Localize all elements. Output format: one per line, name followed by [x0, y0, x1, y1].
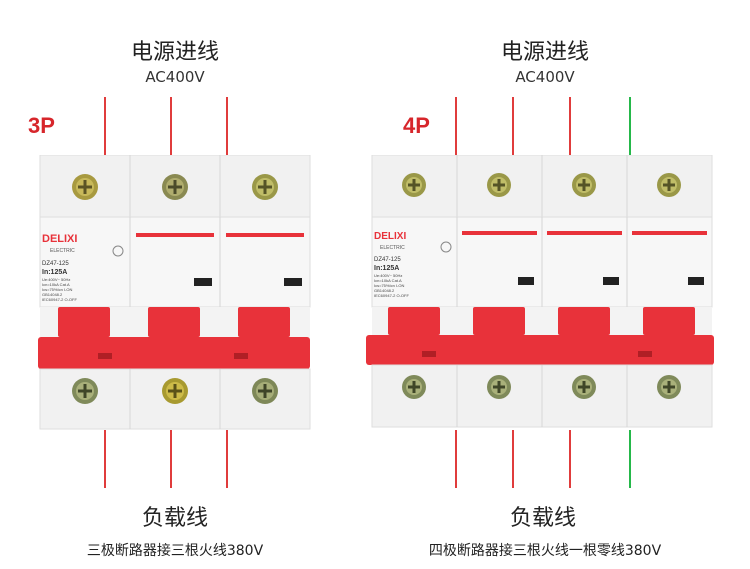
screw-icon — [162, 378, 188, 404]
screw-icon — [657, 375, 681, 399]
right-live-wire-in-3 — [569, 97, 571, 155]
left-live-wire-in-1 — [104, 97, 106, 155]
left-supply-title: 电源进线 — [130, 40, 219, 65]
left-live-wire-out-1 — [104, 430, 106, 488]
right-brand: DELIXI — [374, 231, 406, 242]
screw-icon — [252, 174, 278, 200]
screw-icon — [72, 378, 98, 404]
right-neutral-wire-in — [629, 97, 631, 155]
screw-icon — [402, 375, 426, 399]
right-supply-voltage: AC400V — [515, 68, 575, 86]
left-live-wire-in-3 — [226, 97, 228, 155]
right-live-wire-out-2 — [512, 430, 514, 488]
svg-text:DZ47-125: DZ47-125 — [42, 261, 69, 267]
right-poles-label: 4P — [403, 113, 430, 138]
right-live-wire-in-2 — [512, 97, 514, 155]
right-neutral-wire-out — [629, 430, 631, 488]
left-brand: DELIXI — [42, 233, 77, 245]
right-live-wire-out-1 — [455, 430, 457, 488]
screw-icon — [162, 174, 188, 200]
svg-text:Ue:400V~ 50Hz: Ue:400V~ 50Hz — [42, 277, 70, 282]
screw-icon — [572, 173, 596, 197]
left-poles-label: 3P — [28, 113, 55, 138]
left-supply-voltage: AC400V — [145, 68, 205, 86]
right-live-wire-out-3 — [569, 430, 571, 488]
svg-text:GB14048.2: GB14048.2 — [374, 288, 395, 293]
svg-text:IEC60947-2 O-OFF: IEC60947-2 O-OFF — [374, 293, 409, 298]
left-handle-bar — [38, 337, 310, 369]
left-load-title: 负载线 — [141, 506, 208, 531]
svg-text:In:125A: In:125A — [42, 269, 67, 276]
svg-text:GB14048.2: GB14048.2 — [42, 292, 63, 297]
svg-text:Icn=10kA Cat.A: Icn=10kA Cat.A — [374, 278, 402, 283]
screw-icon — [487, 173, 511, 197]
left-live-wire-out-2 — [170, 430, 172, 488]
left-description: 三极断路器接三根火线380V — [86, 543, 264, 559]
right-breaker: DELIXI ELECTRIC DZ47-125 In:125A Ue:400V… — [366, 155, 714, 428]
left-live-wire-in-2 — [170, 97, 172, 155]
right-live-wire-in-1 — [455, 97, 457, 155]
left-live-wire-out-3 — [226, 430, 228, 488]
screw-icon — [572, 375, 596, 399]
screw-icon — [252, 378, 278, 404]
screw-icon — [657, 173, 681, 197]
svg-text:ELECTRIC: ELECTRIC — [50, 248, 75, 254]
screw-icon — [402, 173, 426, 197]
svg-text:Ue:400V~ 50Hz: Ue:400V~ 50Hz — [374, 273, 402, 278]
svg-text:In:125A: In:125A — [374, 265, 399, 272]
svg-text:DZ47-125: DZ47-125 — [374, 257, 401, 263]
svg-text:IEC60947-2 O-OFF: IEC60947-2 O-OFF — [42, 297, 77, 302]
right-load-title: 负载线 — [509, 506, 576, 531]
left-breaker: DELIXI ELECTRIC DZ47-125 In:125A Ue:400V… — [38, 155, 311, 430]
svg-text:Icn=10kA Cat.A: Icn=10kA Cat.A — [42, 282, 70, 287]
right-handle-bar — [366, 335, 714, 365]
screw-icon — [72, 174, 98, 200]
svg-text:ELECTRIC: ELECTRIC — [380, 245, 405, 251]
screw-icon — [487, 375, 511, 399]
right-description: 四极断路器接三根火线一根零线380V — [428, 543, 662, 559]
svg-text:Ics=75%Icn I-ON: Ics=75%Icn I-ON — [374, 283, 404, 288]
svg-text:Ics=75%Icn I-ON: Ics=75%Icn I-ON — [42, 287, 72, 292]
right-supply-title: 电源进线 — [500, 40, 589, 65]
